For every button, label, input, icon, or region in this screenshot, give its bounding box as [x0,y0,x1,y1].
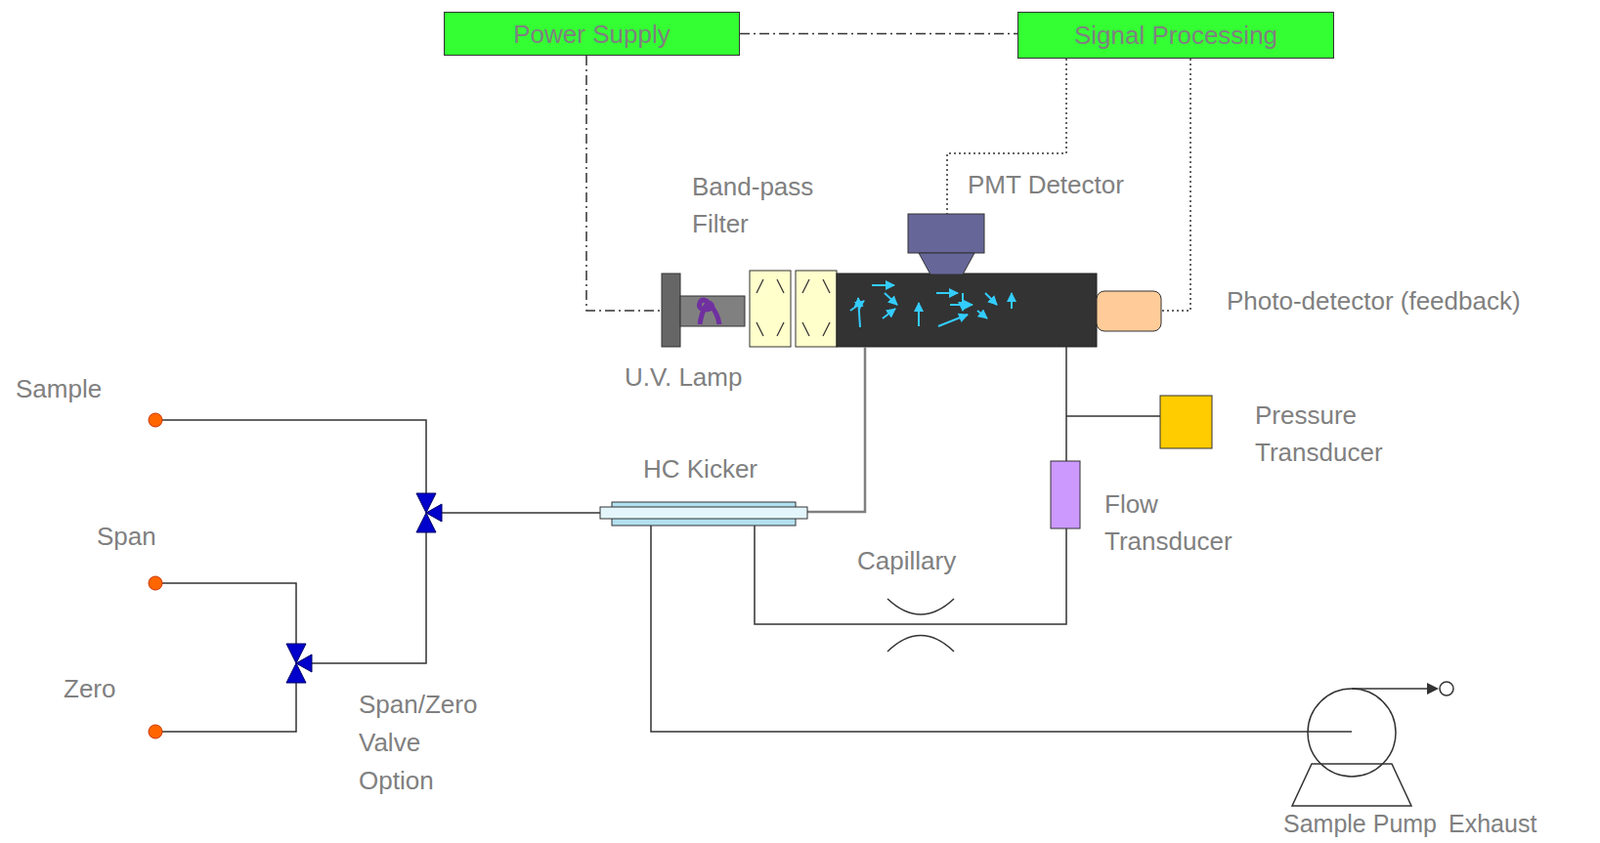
input-port [148,576,163,591]
part-label: Photo-detector (feedback) [1226,286,1521,316]
part-label: Capillary [857,546,956,576]
pressure-tap [1066,415,1161,418]
valve-symbol [286,644,312,684]
node-text: Power Supply [513,19,670,49]
fluorescence-arrow [961,293,964,311]
part-label: Flow Transducer [1104,485,1252,561]
filter-element [795,270,837,347]
flow-transducer [1050,461,1081,529]
fluorescence-arrows [850,285,1012,328]
pressure-transducer [1160,395,1212,449]
exhaust-arrowhead [1427,683,1439,695]
fluorescence-arrow [850,301,865,311]
photo-detector [1096,291,1162,332]
lamp-tube [680,296,745,327]
port-label: Sample [15,374,102,404]
exhaust-port [1439,682,1454,696]
capillary-symbol [887,599,954,615]
input-port [148,725,163,739]
power-supply-box: Power Supply [443,11,740,56]
lamp-filament [698,300,720,325]
outlet-tube [1065,346,1068,462]
valve-link [311,532,427,664]
span-line [162,583,297,645]
filter-element [749,270,791,347]
signal-processing-box: Signal Processing [1017,11,1335,59]
valve-option-region: Span/Zero Valve Option [218,375,570,809]
pump-base [1292,764,1412,807]
port-label: Zero [63,674,116,704]
dash-dot-connector [739,33,1018,36]
pump-line [650,525,1352,733]
capillary-line [754,525,1067,625]
power-wire [586,55,662,311]
hc-kicker-tube [600,507,808,519]
exhaust-line [1351,688,1429,691]
sample-line [441,512,601,515]
reaction-chamber [836,273,1097,347]
pmt-window [918,253,975,275]
fluorescence-arrow [882,308,896,319]
fluorescence-arrow [985,293,997,305]
node-text: Span/Zero Valve Option [358,686,488,801]
pmt-body [908,214,985,254]
fluorescence-arrow [917,302,920,327]
filter-marks [756,279,830,337]
fluorescence-arrow [884,293,898,305]
sample-line [162,420,427,494]
fluorescence-arrow [936,292,958,295]
capillary-symbol [887,636,954,653]
fluorescence-arrow [1010,293,1013,309]
part-label: U.V. Lamp [624,362,742,392]
port-label: Span [96,521,157,552]
feedback-wire [1161,58,1191,311]
zero-line [162,683,297,733]
part-label: Exhaust [1448,810,1537,838]
input-port [148,413,163,428]
fluorescence-arrow [977,310,988,319]
fluorescence-arrow [938,314,968,327]
part-label: Band-pass Filter [691,168,849,243]
fluorescence-arrow [871,284,895,287]
part-label: Pressure Transducer [1254,396,1451,472]
inlet-tube [807,346,865,513]
fluorescence-arrow [858,298,861,328]
part-label: Sample Pump [1283,810,1437,838]
part-label: PMT Detector [967,170,1125,200]
valve-symbol [416,493,442,533]
lamp-base [661,273,681,347]
pump-body [1307,689,1396,778]
node-text: Signal Processing [1074,20,1278,50]
fluorescence-arrow [950,303,973,306]
part-label: HC Kicker [643,454,758,484]
